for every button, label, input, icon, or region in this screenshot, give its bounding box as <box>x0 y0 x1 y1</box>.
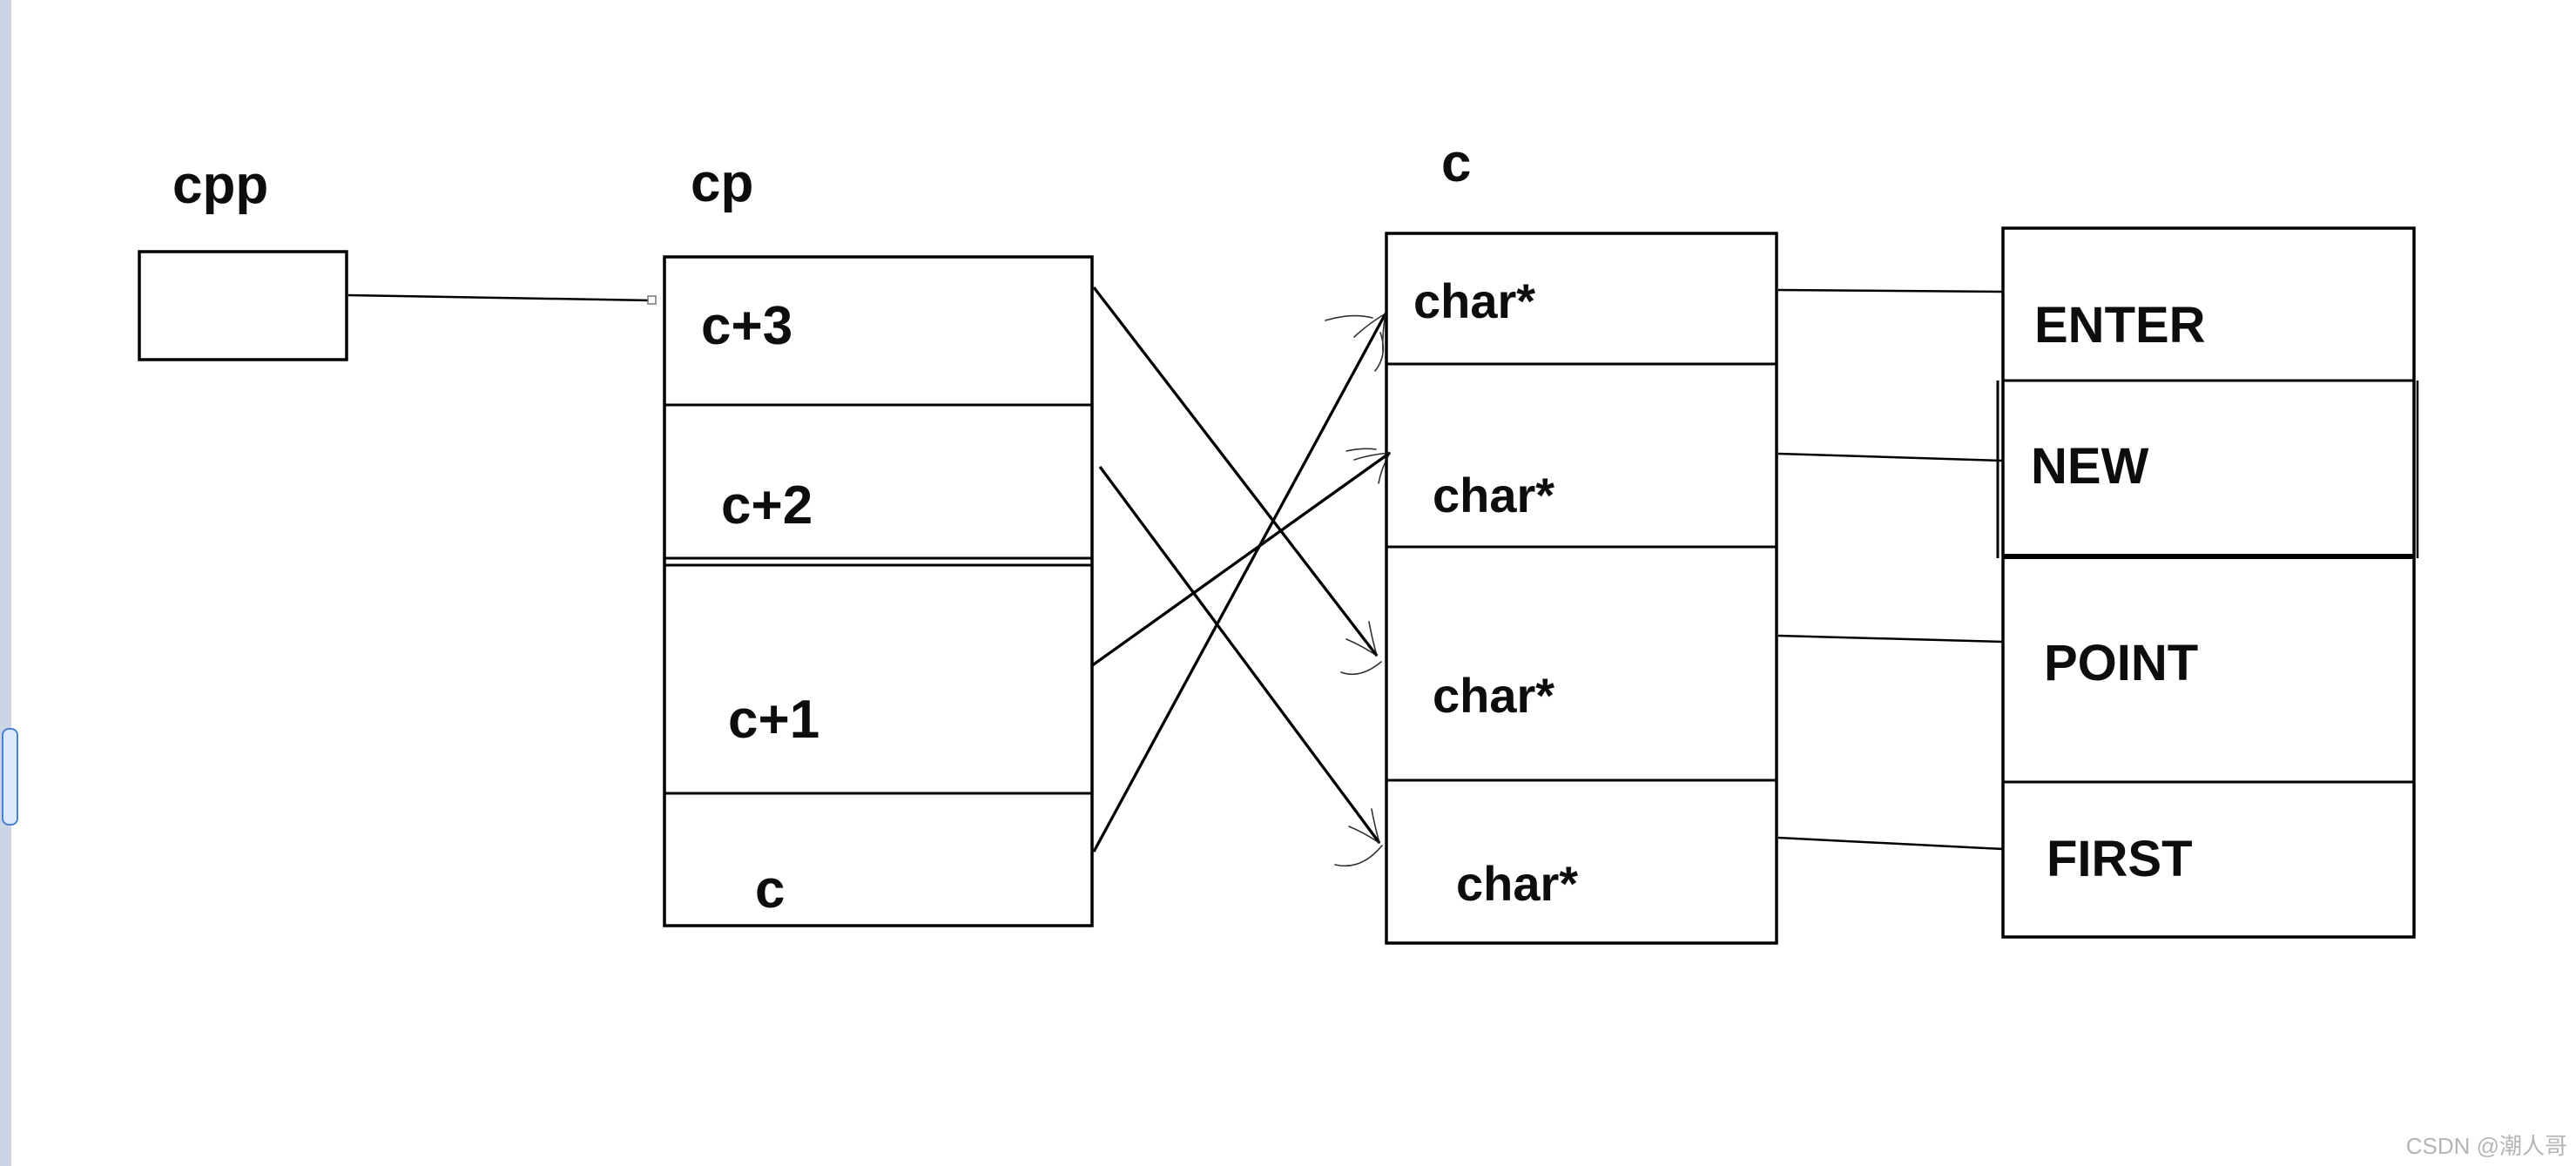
scrollbar-thumb[interactable] <box>2 728 18 826</box>
cp-label: cp <box>691 153 754 213</box>
c-box[interactable] <box>1385 232 1778 945</box>
connector-char2-new <box>1777 452 2004 462</box>
watermark: CSDN @潮人哥 <box>2405 1133 2567 1159</box>
arrow-cplus2-to-char4 <box>1098 466 1381 844</box>
strings-cell-new: NEW <box>2031 438 2149 495</box>
cpp-box[interactable] <box>138 250 348 361</box>
connector-char4-first <box>1777 836 2004 851</box>
cp-box[interactable] <box>663 255 1094 927</box>
arrow-c-to-char1 <box>1092 313 1387 853</box>
cp-cell-0: c+3 <box>701 296 793 356</box>
strings-box[interactable] <box>2001 226 2416 939</box>
strings-cell-point: POINT <box>2044 635 2199 691</box>
strings-cell-enter: ENTER <box>2034 297 2206 354</box>
connector-handle <box>647 295 657 305</box>
arrow-cplus3-arrowhead-icon <box>1340 621 1382 676</box>
c-cell-2: char* <box>1433 668 1555 723</box>
scrollbar-track[interactable] <box>0 0 11 1166</box>
cpp-label: cpp <box>172 155 269 215</box>
c-cell-3: char* <box>1456 856 1579 911</box>
arrow-cplus1-to-char2 <box>1090 451 1391 668</box>
strings-cell-first: FIRST <box>2047 831 2193 887</box>
cpp-to-cp-line <box>347 293 652 302</box>
c-cell-0: char* <box>1413 273 1536 328</box>
connector-char1-enter <box>1777 288 2004 293</box>
arrow-cplus1-arrowhead-icon <box>1345 448 1391 484</box>
arrow-c-arrowhead-icon <box>1325 313 1386 372</box>
cp-cell-3: c <box>755 859 786 920</box>
arrow-cplus3-to-char3 <box>1092 286 1379 657</box>
cp-cell-2: c+1 <box>728 690 820 750</box>
c-label: c <box>1441 133 1472 193</box>
arrow-cplus2-arrowhead-icon <box>1334 808 1383 867</box>
c-cell-1: char* <box>1433 468 1555 522</box>
cp-cell-1: c+2 <box>721 475 813 536</box>
connector-char3-point <box>1777 634 2004 644</box>
